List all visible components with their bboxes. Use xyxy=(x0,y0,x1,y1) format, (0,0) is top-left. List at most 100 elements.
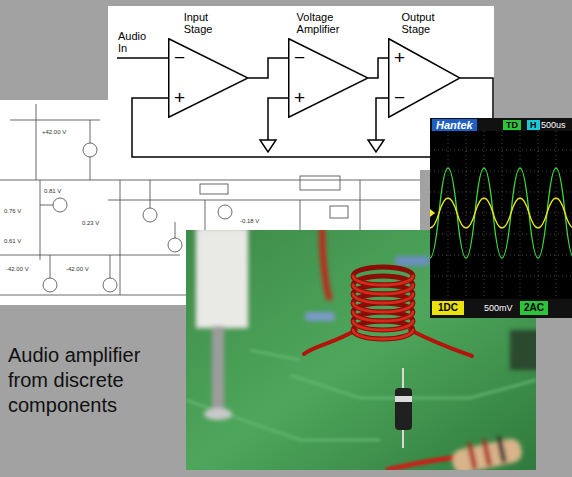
pcb-photo-part xyxy=(353,267,413,339)
input-sign: + xyxy=(174,88,185,108)
oscilloscope-screen-part xyxy=(430,276,572,277)
pcb-photo-part xyxy=(395,396,412,402)
input-sign: + xyxy=(394,48,405,68)
oscilloscope-screen-part xyxy=(430,299,572,318)
pcb-photo-part xyxy=(305,312,335,321)
status-box: 2AC xyxy=(520,301,548,315)
oscilloscope-screen-part xyxy=(484,131,485,299)
status-box: 1DC xyxy=(432,301,464,315)
pcb-photo-part xyxy=(353,330,413,339)
stage-heading: Output Stage xyxy=(401,11,434,35)
oscilloscope-screen-part xyxy=(430,234,572,235)
voltage-reading: -0.18 V xyxy=(240,218,259,225)
schematic-panel-part xyxy=(0,255,180,256)
status-text: H xyxy=(530,120,537,130)
pcb-photo-part xyxy=(395,388,412,430)
schematic-panel-part xyxy=(103,278,117,292)
amplifier-outline xyxy=(169,39,248,118)
schematic-panel-part xyxy=(175,222,176,238)
voltage-reading: 0.76 V xyxy=(4,208,21,215)
volts-per-div-readout: 500mV xyxy=(484,303,513,313)
schematic-panel-part xyxy=(40,205,53,206)
pcb-photo-part xyxy=(467,443,477,469)
oscilloscope-screen-part xyxy=(448,131,449,299)
schematic-panel-part xyxy=(90,157,91,180)
oscilloscope-screen-part xyxy=(430,198,572,228)
schematic-panel-part xyxy=(218,205,232,219)
pcb-photo-part xyxy=(482,440,492,466)
stage-heading: Input Stage xyxy=(184,11,213,35)
pcb-photo-part xyxy=(450,437,523,470)
schematic-panel-part xyxy=(110,255,111,278)
schematic-panel-part xyxy=(0,180,420,181)
schematic-panel-part xyxy=(40,180,41,260)
pcb-photo-part xyxy=(450,437,523,470)
schematic-panel-part xyxy=(120,180,121,295)
pcb-photo-part xyxy=(353,321,413,330)
schematic-panel-part xyxy=(83,143,97,157)
oscilloscope-screen-part xyxy=(430,255,572,256)
oscilloscope-screen-part xyxy=(466,131,467,299)
schematic-panel-part xyxy=(143,208,157,222)
pcb-photo-part xyxy=(322,230,330,300)
block-diagram-panel-part xyxy=(376,98,388,140)
oscilloscope-screen-part xyxy=(538,131,539,299)
schematic-panel-part xyxy=(360,180,361,230)
pcb-photo-part xyxy=(204,408,232,420)
pcb-photo-part xyxy=(196,230,248,328)
oscilloscope-screen-part xyxy=(430,168,572,258)
schematic-panel-part xyxy=(43,278,57,292)
pcb-photo-part xyxy=(353,312,413,321)
oscilloscope-screen-part xyxy=(502,131,503,299)
status-text: TD xyxy=(506,120,518,130)
amplifier-triangle: Voltage Amplifier−+ xyxy=(288,38,368,118)
oscilloscope-screen-part xyxy=(430,209,435,217)
status-text: 1DC xyxy=(438,301,458,315)
input-sign: + xyxy=(294,88,305,108)
schematic-panel-part xyxy=(300,176,340,190)
schematic-panel-part xyxy=(108,200,420,201)
pcb-photo-part xyxy=(290,375,536,398)
schematic-panel-part xyxy=(0,295,186,296)
signal-wire xyxy=(368,58,388,78)
schematic-panel-part xyxy=(10,120,100,121)
oscilloscope-screen-part xyxy=(430,131,572,299)
block-diagram-panel-part xyxy=(268,98,288,140)
oscilloscope-screen-part xyxy=(520,131,521,299)
signal-wire xyxy=(248,58,288,78)
status-box: Hantek xyxy=(432,119,477,131)
pcb-photo-part xyxy=(410,330,472,356)
stage-heading: Voltage Amplifier xyxy=(297,11,340,35)
status-text: 2AC xyxy=(524,301,544,315)
schematic-panel-part xyxy=(150,180,151,208)
amplifier-triangle: Output Stage+− xyxy=(388,38,460,118)
pcb-photo-part xyxy=(353,294,413,303)
pcb-photo-part xyxy=(510,330,536,370)
schematic-panel-part xyxy=(53,198,67,212)
block-diagram-panel-part xyxy=(117,57,168,59)
voltage-reading: 0.61 V xyxy=(4,238,21,245)
signal-label: Audio In xyxy=(118,30,146,54)
pcb-photo-part xyxy=(250,350,300,360)
oscilloscope-screen-part xyxy=(430,118,572,318)
pcb-photo-part xyxy=(353,285,413,294)
pcb-photo-part xyxy=(353,276,413,339)
pcb-photo-part xyxy=(353,321,413,339)
pcb-photo-part xyxy=(212,326,224,414)
input-sign: − xyxy=(174,48,185,68)
input-sign: − xyxy=(394,88,405,108)
pcb-photo-part xyxy=(395,256,430,266)
amplifier-outline xyxy=(389,39,460,118)
voltage-reading: 0.23 V xyxy=(82,220,99,227)
amplifier-triangle: Input Stage−+ xyxy=(168,38,248,118)
schematic-panel-part xyxy=(200,184,228,194)
schematic-panel-part xyxy=(36,104,37,180)
schematic-panel-part xyxy=(330,206,348,218)
pcb-photo-part xyxy=(304,330,356,354)
oscilloscope-screen-part xyxy=(430,171,572,172)
voltage-reading: +42.00 V xyxy=(42,129,66,136)
block-diagram-panel-part xyxy=(368,140,384,152)
schematic-panel-part xyxy=(50,255,51,278)
timebase-readout: 500us xyxy=(541,120,566,130)
